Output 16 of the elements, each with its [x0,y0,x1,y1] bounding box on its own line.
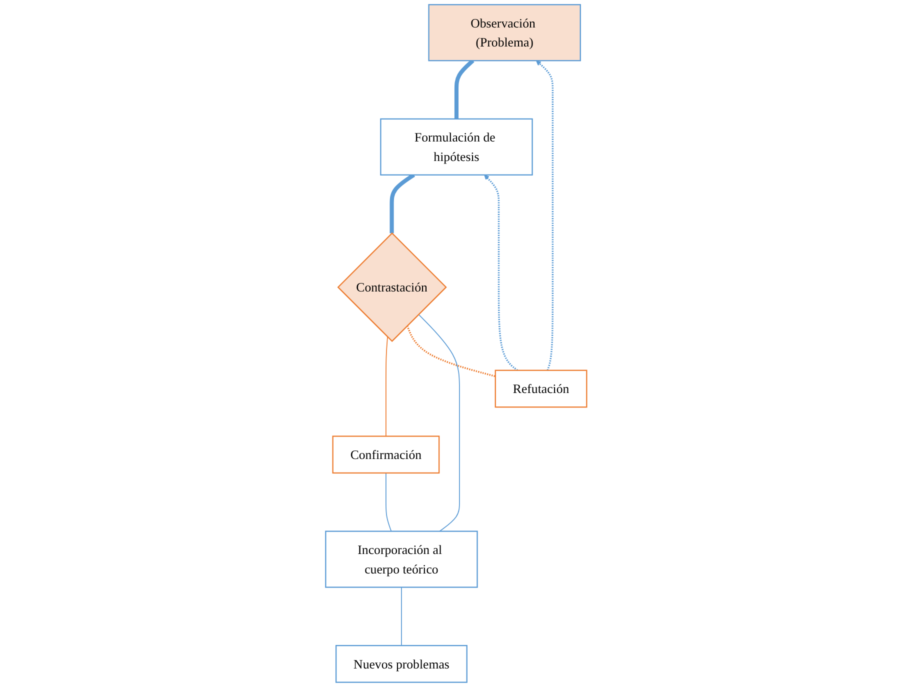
connector [454,59,474,119]
connector [385,472,392,532]
connector [406,325,496,378]
arrow [536,60,554,371]
connector [400,586,402,646]
node-box: Incorporación al cuerpo teórico [324,530,478,588]
connector [385,336,388,437]
node-box: Observación (Problema) [428,4,581,62]
node-box: Formulación de hipótesis [380,118,533,176]
arrow [484,174,518,372]
node-box: Nuevos problemas [335,644,468,683]
connector [390,173,415,234]
node-box: Confirmación [332,436,440,474]
node-diamond: Contrastación [337,232,447,342]
node-box: Refutación [494,370,588,408]
connector [418,314,460,532]
